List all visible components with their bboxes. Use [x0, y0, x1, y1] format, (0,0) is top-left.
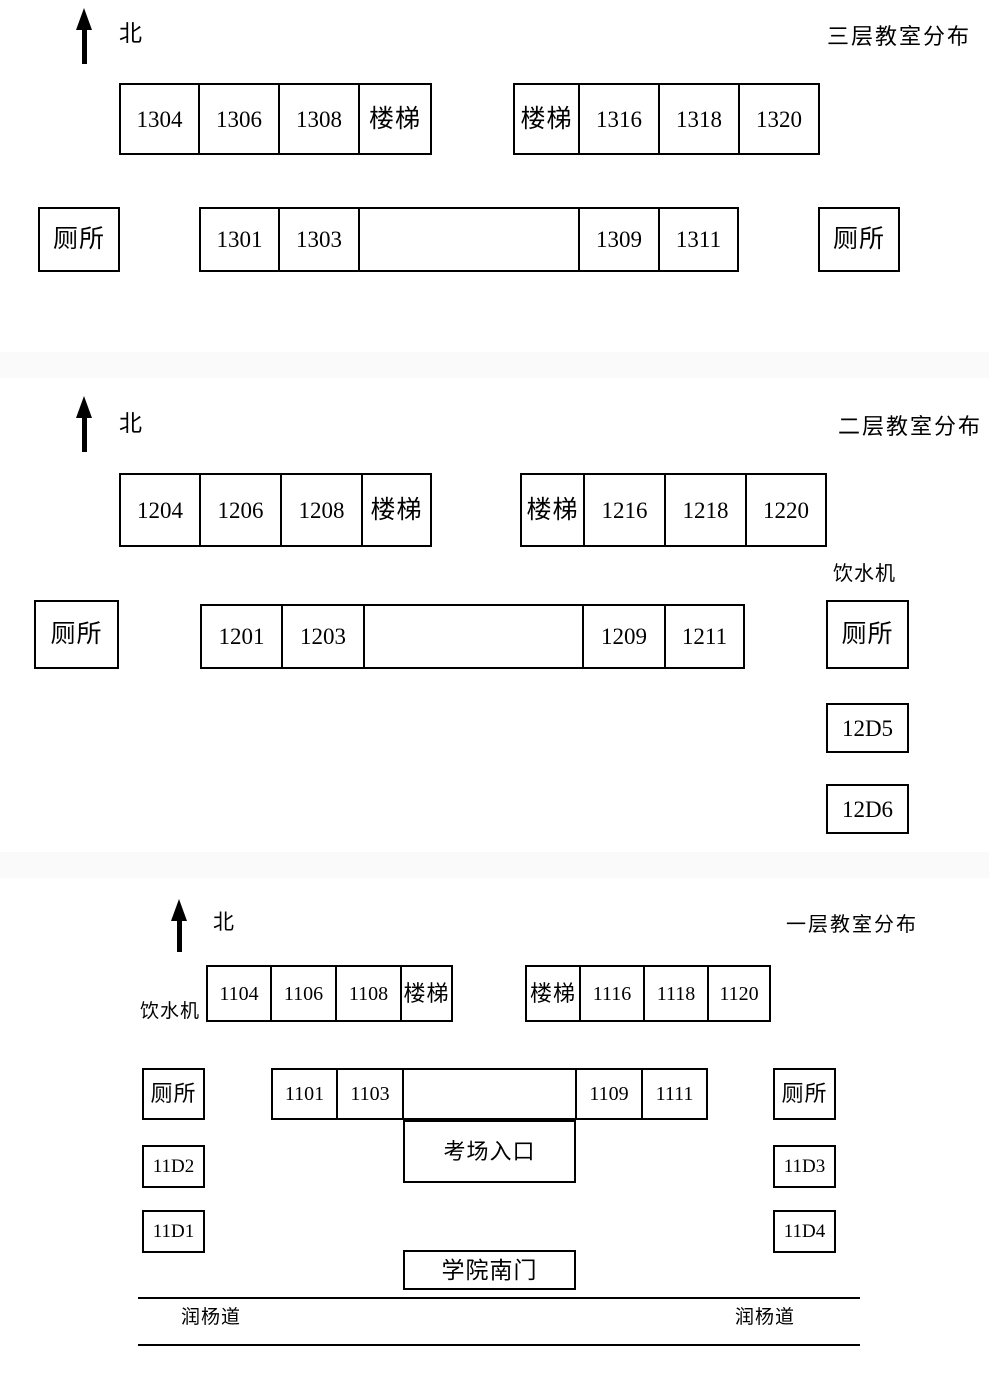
- room-box[interactable]: 1320: [739, 83, 820, 155]
- room-box[interactable]: 1211: [665, 604, 745, 669]
- room-box[interactable]: 1108: [336, 965, 401, 1022]
- room-box[interactable]: 1318: [659, 83, 739, 155]
- water-dispenser-label-floor-1: 饮水机: [140, 1001, 201, 1022]
- room-box[interactable]: 1104: [206, 965, 271, 1022]
- corridor-box: [359, 207, 579, 272]
- toilet-box-left[interactable]: 厕所: [142, 1068, 205, 1120]
- floor-2-title: 二层教室分布: [838, 414, 983, 439]
- room-box[interactable]: 1106: [271, 965, 336, 1022]
- corridor-box: [403, 1068, 576, 1120]
- room-box[interactable]: 1308: [279, 83, 359, 155]
- room-box[interactable]: 1218: [665, 473, 746, 547]
- extra-room-box[interactable]: 11D1: [142, 1210, 205, 1253]
- room-box[interactable]: 1118: [644, 965, 708, 1022]
- north-arrow-floor-3: [76, 8, 93, 66]
- north-label-floor-1: 北: [213, 910, 235, 934]
- extra-room-box[interactable]: 11D2: [142, 1145, 205, 1188]
- room-box[interactable]: 1120: [708, 965, 771, 1022]
- room-box[interactable]: 1101: [271, 1068, 337, 1120]
- north-label-floor-2: 北: [119, 411, 143, 436]
- stairs-box[interactable]: 楼梯: [525, 965, 580, 1022]
- toilet-box-right[interactable]: 厕所: [773, 1068, 836, 1120]
- room-box[interactable]: 1216: [584, 473, 665, 547]
- north-arrow-floor-1: [171, 899, 188, 954]
- road-label-right: 润杨道: [735, 1307, 796, 1328]
- stairs-box[interactable]: 楼梯: [359, 83, 432, 155]
- north-label-floor-3: 北: [119, 21, 143, 46]
- corridor-box: [364, 604, 583, 669]
- room-box[interactable]: 1204: [119, 473, 200, 547]
- north-arrow-floor-2: [76, 396, 93, 454]
- room-box[interactable]: 1301: [199, 207, 279, 272]
- gutter-band-2: [0, 852, 989, 878]
- room-box[interactable]: 1201: [200, 604, 282, 669]
- exam-entrance-box[interactable]: 考场入口: [403, 1120, 576, 1183]
- stairs-box[interactable]: 楼梯: [401, 965, 453, 1022]
- room-box[interactable]: 1111: [642, 1068, 708, 1120]
- room-box[interactable]: 1220: [746, 473, 827, 547]
- room-box[interactable]: 1316: [579, 83, 659, 155]
- road-label-left: 润杨道: [181, 1307, 242, 1328]
- room-box[interactable]: 1208: [281, 473, 362, 547]
- extra-room-box[interactable]: 11D3: [773, 1145, 836, 1188]
- room-box[interactable]: 1304: [119, 83, 199, 155]
- toilet-box-left[interactable]: 厕所: [34, 600, 119, 669]
- room-box[interactable]: 1209: [583, 604, 665, 669]
- extra-room-box[interactable]: 12D6: [826, 784, 909, 834]
- stairs-box[interactable]: 楼梯: [520, 473, 584, 547]
- room-box[interactable]: 1206: [200, 473, 281, 547]
- south-gate-box[interactable]: 学院南门: [403, 1250, 576, 1290]
- gutter-band-1: [0, 352, 989, 378]
- road-bottom-line: [138, 1344, 860, 1346]
- extra-room-box[interactable]: 11D4: [773, 1210, 836, 1253]
- toilet-box-right[interactable]: 厕所: [826, 600, 909, 669]
- floor-3-title: 三层教室分布: [827, 24, 972, 49]
- toilet-box-left[interactable]: 厕所: [38, 207, 120, 272]
- toilet-box-right[interactable]: 厕所: [818, 207, 900, 272]
- road-top-line: [138, 1297, 860, 1299]
- stairs-box[interactable]: 楼梯: [362, 473, 432, 547]
- room-box[interactable]: 1309: [579, 207, 659, 272]
- room-box[interactable]: 1303: [279, 207, 359, 272]
- water-dispenser-label-floor-2: 饮水机: [833, 563, 896, 585]
- room-box[interactable]: 1116: [580, 965, 644, 1022]
- floor-1-title: 一层教室分布: [786, 914, 918, 936]
- stairs-box[interactable]: 楼梯: [513, 83, 579, 155]
- room-box[interactable]: 1203: [282, 604, 364, 669]
- room-box[interactable]: 1311: [659, 207, 739, 272]
- room-box[interactable]: 1109: [576, 1068, 642, 1120]
- extra-room-box[interactable]: 12D5: [826, 703, 909, 753]
- room-box[interactable]: 1103: [337, 1068, 403, 1120]
- room-box[interactable]: 1306: [199, 83, 279, 155]
